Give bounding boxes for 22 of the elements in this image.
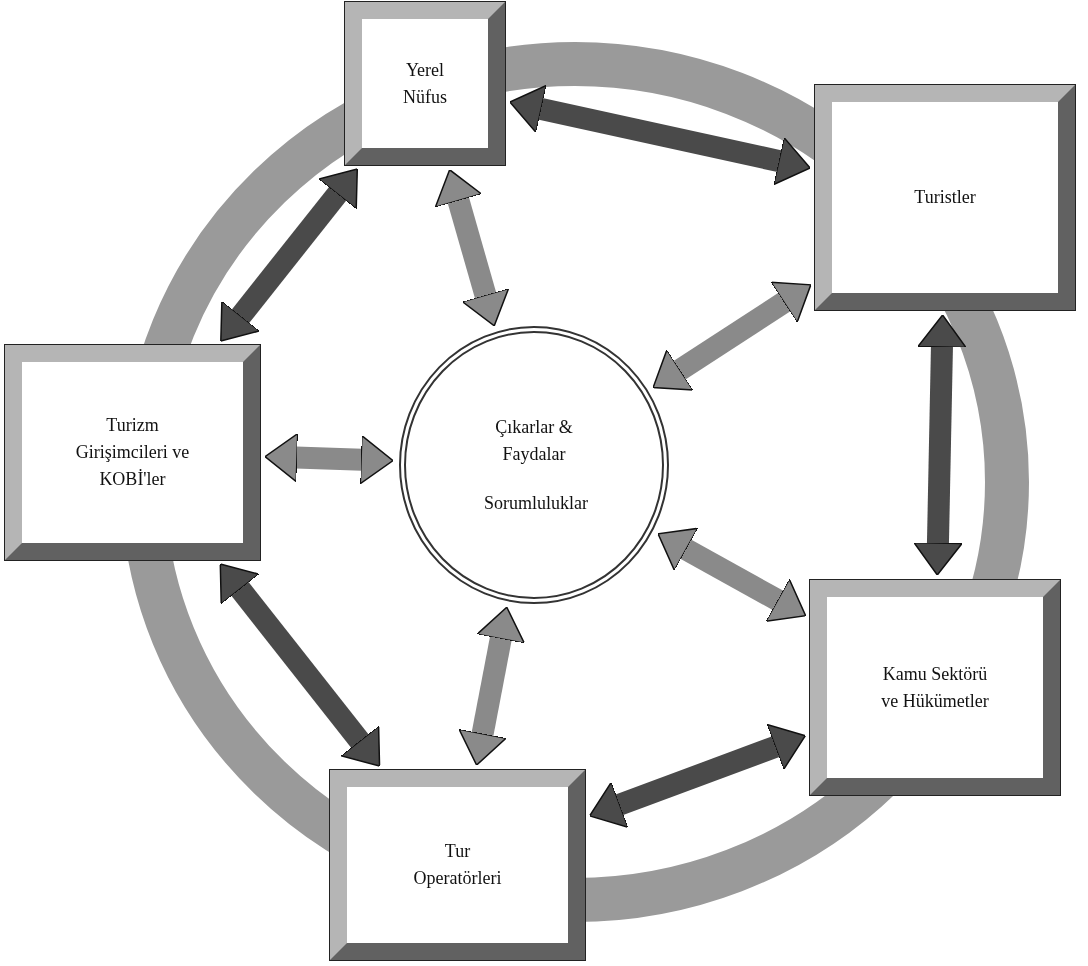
node-label: Çıkarlar & Faydalar: [494, 415, 574, 466]
double-arrow: [588, 723, 807, 828]
center-ellipse: [398, 325, 670, 605]
bevel-box: [5, 345, 260, 560]
double-arrow: [219, 563, 381, 767]
bevel-box: [815, 85, 1075, 310]
double-arrow: [509, 84, 811, 186]
bevel-box: [330, 770, 585, 960]
bevel-box: [810, 580, 1060, 795]
double-arrow: [434, 169, 510, 327]
node-label: Turizm Girişimcileri ve KOBİ'ler: [74, 414, 191, 491]
node-label: Tur Operatörleri: [412, 840, 503, 890]
double-arrow: [913, 314, 967, 576]
bevel-box: [345, 2, 505, 165]
double-arrow: [652, 281, 812, 391]
double-arrow: [458, 606, 526, 766]
double-arrow: [220, 168, 359, 342]
double-arrow: [264, 432, 394, 485]
node-label: Kamu Sektörü ve Hükümetler: [880, 662, 990, 713]
node-label: Yerel Nüfus: [402, 58, 448, 109]
double-arrow: [657, 527, 807, 622]
node-label: Turistler: [914, 186, 976, 209]
